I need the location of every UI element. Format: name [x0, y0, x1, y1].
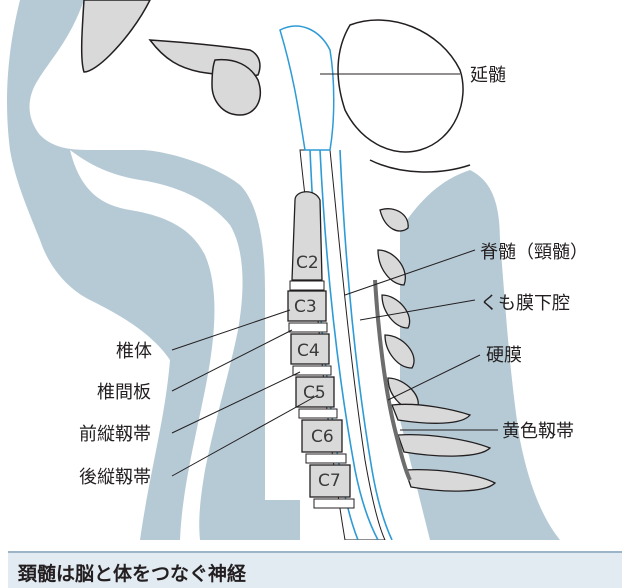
label-vertebral-body: 椎体 [116, 341, 152, 362]
vertebra-c3: C3 [287, 290, 327, 322]
label-spinal-cord: 脊髄（頸髄） [480, 242, 588, 263]
label-intervertebral-disc: 椎間板 [97, 382, 151, 403]
disc-c2-c3 [289, 280, 325, 291]
caption-text: 頚髄は脳と体をつなぐ神経 [18, 563, 247, 585]
brainstem-cerebellum [279, 19, 471, 173]
label-medulla: 延髄 [470, 65, 506, 86]
cervical-spine-diagram: C2 C3 C4 C5 C6 C7 [7, 0, 588, 540]
vertebra-c7: C7 [309, 464, 351, 498]
vertebral-column: C2 C3 C4 C5 C6 C7 [287, 191, 355, 509]
vertebra-label-c2: C2 [296, 253, 319, 273]
vertebra-label-c5: C5 [303, 383, 326, 403]
vertebra-label-c3: C3 [294, 297, 317, 317]
ligamentum-flavum [373, 279, 412, 481]
disc-c3-c4 [288, 322, 328, 333]
vertebra-c6: C6 [301, 419, 343, 453]
caption-bar: 頚髄は脳と体をつなぐ神経 [8, 551, 622, 588]
vertebra-label-c6: C6 [311, 427, 334, 447]
label-ligamentum-flavum: 黄色靱帯 [502, 421, 574, 442]
disc-c6-c7 [305, 453, 347, 464]
vertebra-label-c7: C7 [318, 471, 341, 491]
label-anterior-longitudinal-ligament: 前縦靱帯 [79, 424, 151, 445]
disc-c4-c5 [292, 365, 332, 376]
vertebra-c5: C5 [295, 376, 335, 408]
label-dura-mater: 硬膜 [486, 345, 522, 366]
airway [70, 150, 243, 540]
label-subarachnoid-space: くも膜下腔 [480, 293, 570, 314]
vertebra-c2: C2 [291, 191, 323, 281]
leader-lines [171, 73, 498, 477]
skull-base [80, 0, 261, 116]
spinous-processes [377, 208, 497, 492]
vertebra-label-c4: C4 [297, 341, 320, 361]
vertebra-c4: C4 [290, 333, 330, 365]
label-posterior-longitudinal-ligament: 後縦靱帯 [79, 467, 151, 488]
disc-c5-c6 [298, 408, 338, 419]
